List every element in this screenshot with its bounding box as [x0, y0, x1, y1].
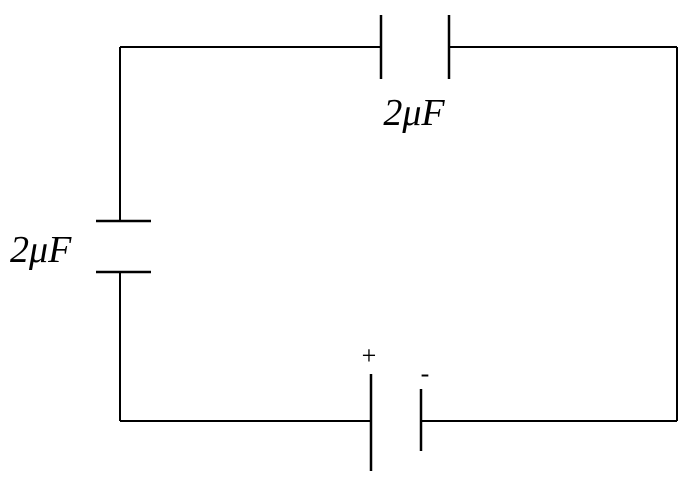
- battery: + -: [362, 341, 430, 471]
- circuit-wires: [119, 46, 678, 422]
- capacitor-top: 2μF: [379, 15, 451, 134]
- battery-plus-label: +: [362, 341, 377, 370]
- battery-minus-label: -: [421, 359, 430, 388]
- capacitor-left: 2μF: [10, 219, 151, 274]
- capacitor-left-label: 2μF: [10, 229, 72, 271]
- capacitor-top-label: 2μF: [383, 92, 445, 134]
